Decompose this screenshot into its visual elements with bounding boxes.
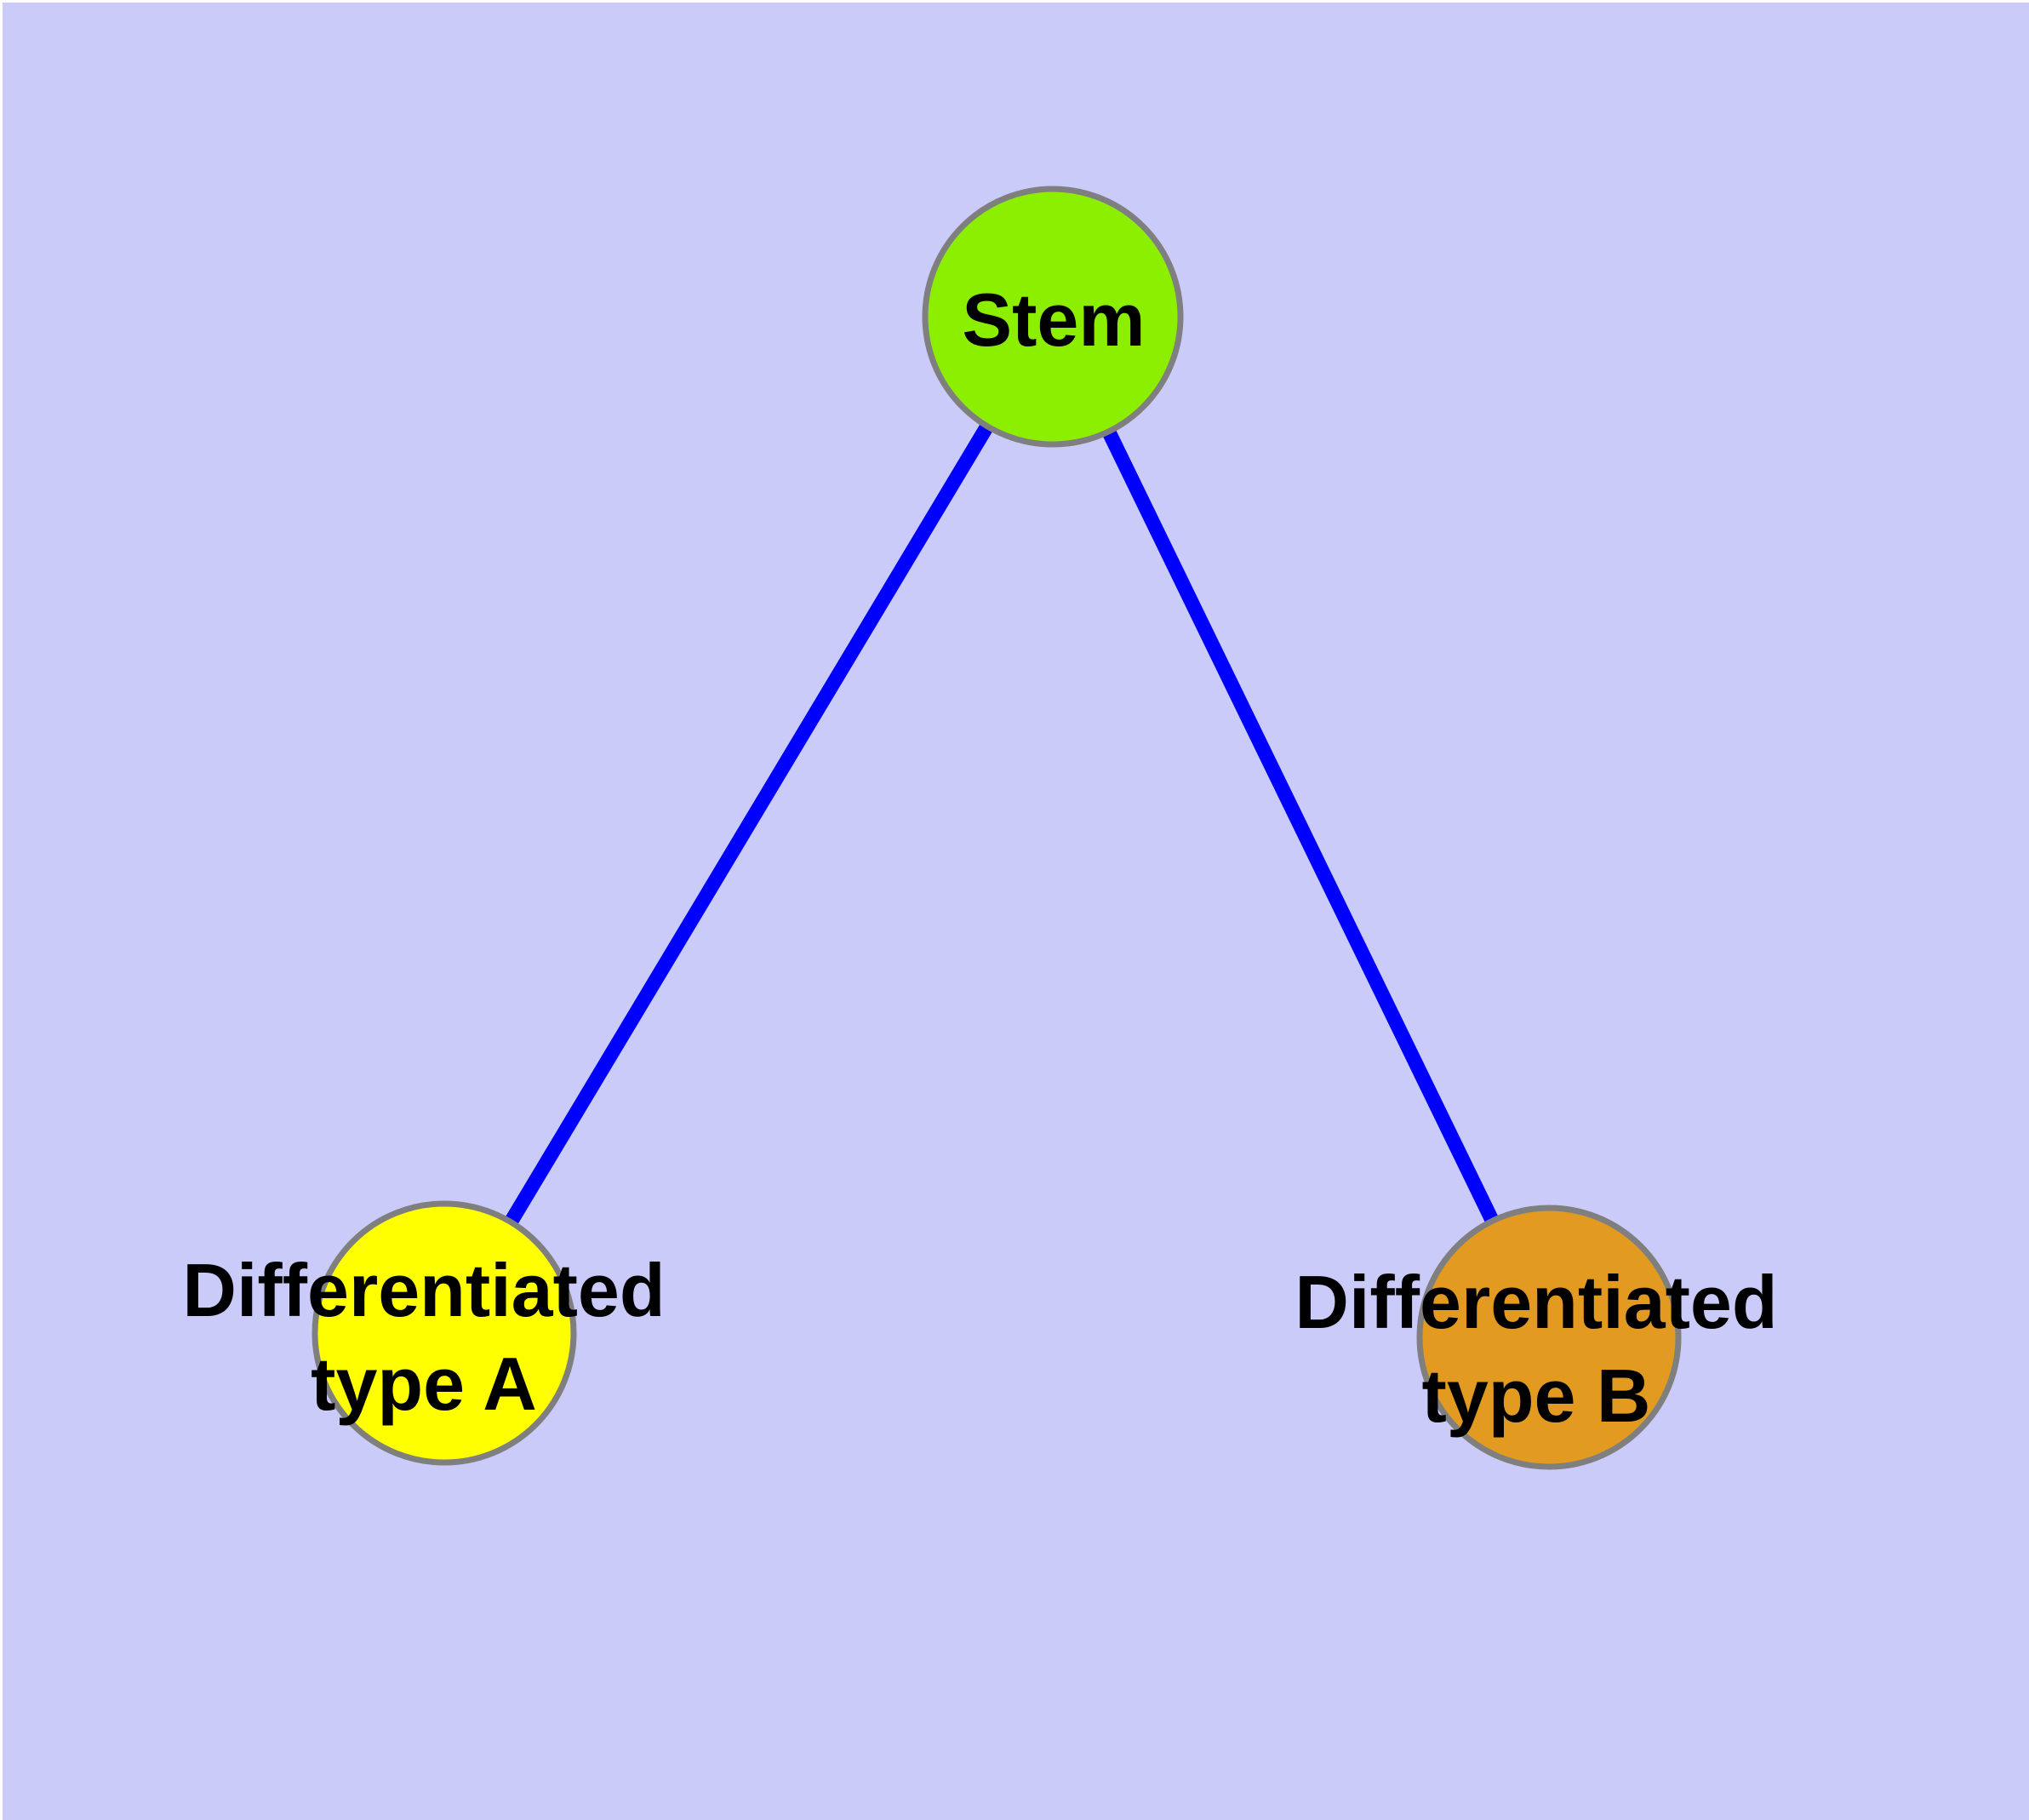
node-stem-label: Stem <box>962 278 1146 362</box>
node-differentiated-type-a-circle <box>311 1200 577 1466</box>
node-stem-circle <box>922 186 1184 448</box>
node-differentiated-type-b-label: Differentiated type B <box>1295 1260 1778 1438</box>
edge-stem-to-type-a <box>437 312 1060 1337</box>
edge-stem-to-type-b <box>1046 313 1556 1341</box>
node-differentiated-type-b-circle <box>1416 1205 1682 1470</box>
node-differentiated-type-a-label: Differentiated type A <box>182 1248 666 1426</box>
